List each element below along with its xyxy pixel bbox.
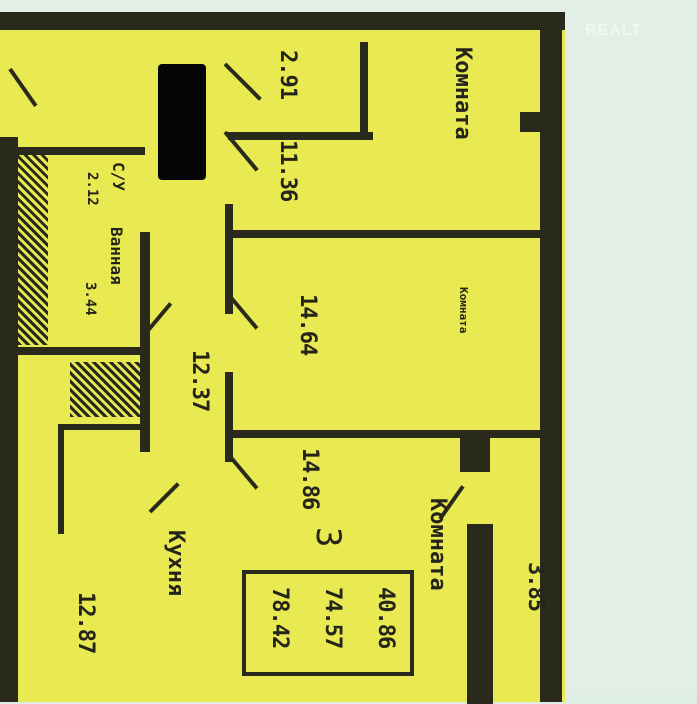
wall bbox=[60, 424, 150, 430]
room-area: 12.87 bbox=[73, 592, 98, 654]
balcony-area: 3.85 bbox=[523, 562, 548, 611]
wall bbox=[460, 432, 490, 472]
totals-box bbox=[242, 570, 414, 676]
wall bbox=[540, 12, 562, 702]
shaft bbox=[70, 362, 140, 417]
floor-plan: Комната 11.36 2.91 Комната 14.64 12.37 К… bbox=[0, 12, 565, 704]
closet-area: 2.91 bbox=[275, 50, 300, 99]
redaction-mark bbox=[158, 64, 206, 180]
wall bbox=[58, 424, 64, 534]
bath-area: 3.44 bbox=[82, 282, 98, 316]
door-swing bbox=[148, 482, 180, 514]
room-label: Комната bbox=[457, 287, 470, 334]
door-swing bbox=[223, 62, 262, 101]
hall-area: 12.37 bbox=[187, 350, 212, 412]
wall bbox=[228, 132, 373, 140]
wall bbox=[0, 12, 565, 30]
bathroom-label: С/У bbox=[109, 162, 128, 191]
wall bbox=[230, 230, 542, 238]
wall bbox=[520, 112, 542, 132]
room-count: 3 bbox=[308, 527, 348, 548]
room-label: Комната bbox=[425, 498, 450, 591]
door-swing bbox=[8, 67, 38, 108]
room-area: 14.86 bbox=[297, 448, 322, 510]
bathroom-wall bbox=[18, 155, 48, 345]
wall bbox=[225, 204, 233, 314]
wall bbox=[15, 347, 145, 355]
wall bbox=[230, 430, 542, 438]
room-label: Кухня bbox=[163, 530, 188, 597]
room-area: 11.36 bbox=[275, 140, 300, 202]
room-label: Комната bbox=[450, 47, 475, 140]
total-area-with-balcony: 78.42 bbox=[267, 587, 292, 649]
wall bbox=[140, 232, 150, 452]
door-swing bbox=[226, 452, 259, 490]
wall bbox=[225, 372, 233, 462]
balcony-divider bbox=[467, 524, 493, 704]
wall bbox=[15, 147, 145, 155]
watermark: REALT bbox=[585, 22, 643, 39]
living-area: 40.86 bbox=[373, 587, 398, 649]
wall bbox=[0, 137, 18, 702]
total-area: 74.57 bbox=[320, 587, 345, 649]
bathroom-area: 2.12 bbox=[84, 172, 100, 206]
wall bbox=[360, 42, 368, 137]
room-area: 14.64 bbox=[295, 294, 320, 356]
bath-label: Ванная bbox=[107, 227, 126, 285]
